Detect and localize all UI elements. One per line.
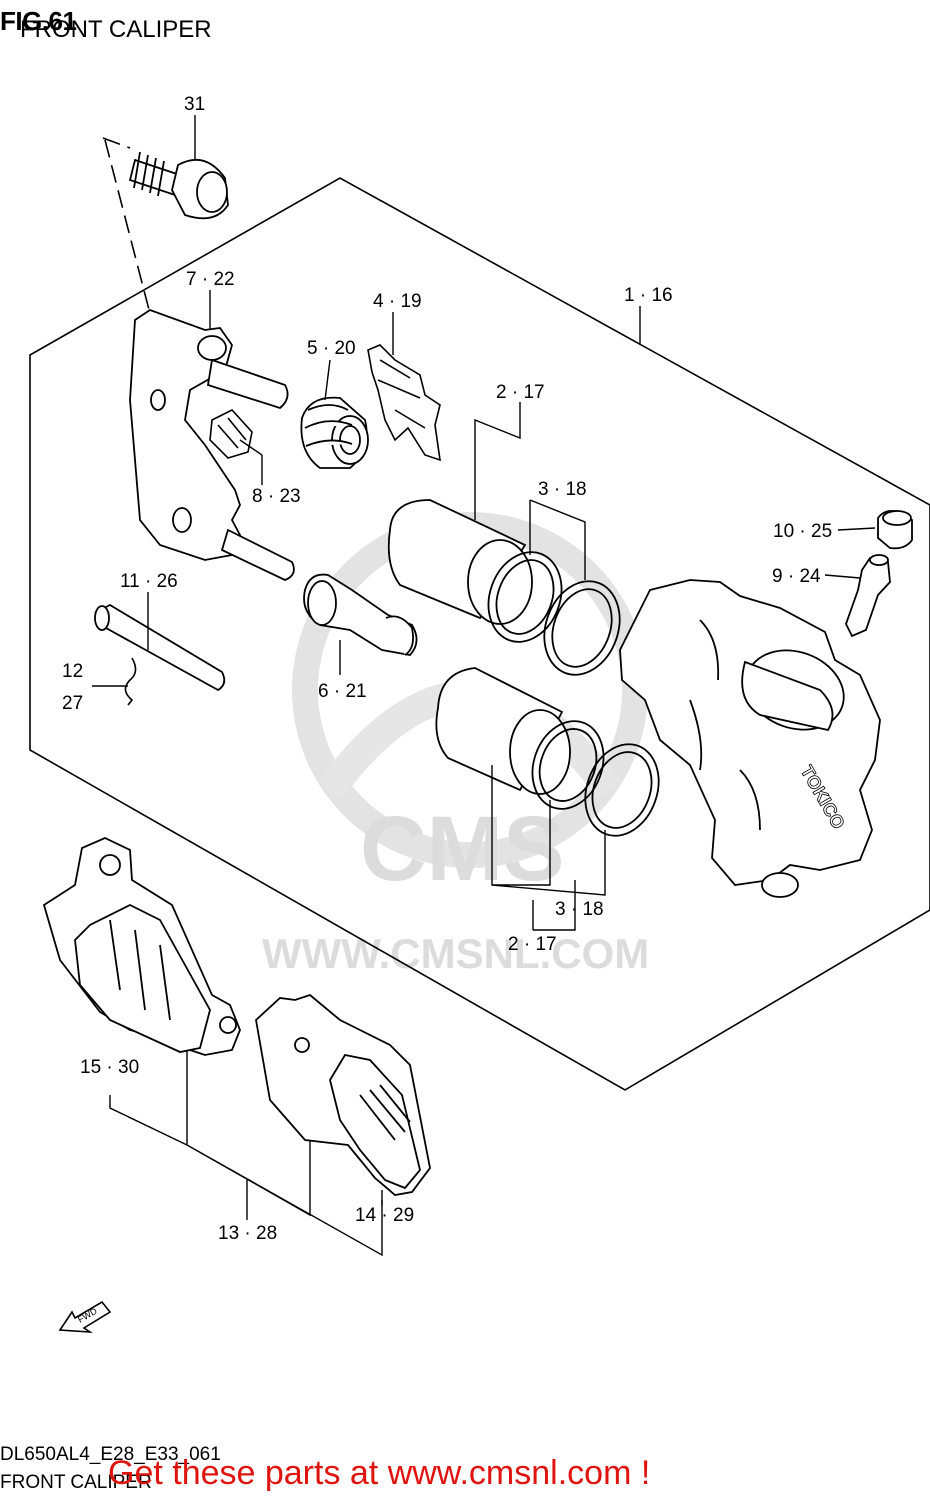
callout-4-19: 4 · 19 (373, 291, 422, 312)
bracket (129, 308, 295, 581)
callout-12: 12 (62, 661, 83, 682)
callout-13-28: 13 · 28 (218, 1223, 277, 1244)
bolt-guide-dash (102, 137, 176, 411)
watermark-url: WWW.CMSNL.COM (262, 930, 649, 977)
bleeder-cap (877, 509, 913, 550)
assembly-boundary (29, 177, 930, 1091)
brake-pad-left (42, 837, 241, 1056)
callout-14-29: 14 · 29 (355, 1205, 414, 1226)
callout-3-18-top: 3 · 18 (538, 479, 587, 500)
callout-3-18-bot: 3 · 18 (555, 899, 604, 920)
leader-lines (92, 115, 876, 1257)
brake-pad-right (255, 993, 431, 1196)
caliper-body: TOKICO (619, 579, 881, 898)
callout-11-26: 11 · 26 (120, 571, 178, 592)
clip-8-23 (209, 409, 253, 459)
boot-5-20 (300, 396, 369, 469)
pin-6-21 (303, 573, 418, 656)
callout-labels: 31 7 · 22 4 · 19 1 · 16 5 · 20 2 · 17 3 … (62, 94, 832, 1244)
callout-6-21: 6 · 21 (318, 681, 367, 702)
cta-link[interactable]: Get these parts at www.cmsnl.com ! (108, 1454, 651, 1492)
callout-1-16: 1 · 16 (624, 285, 673, 306)
pad-spring-4-19 (367, 344, 441, 462)
slide-pin-11-26 (94, 603, 226, 692)
watermark-brand: CMS (360, 798, 564, 900)
bolt-31 (128, 151, 229, 220)
callout-9-24: 9 · 24 (772, 566, 821, 587)
callout-5-20: 5 · 20 (307, 338, 356, 359)
clip-12-27 (124, 657, 137, 706)
footer-subtitle: FRONT CALIPER (0, 1472, 152, 1493)
seal-rings (487, 551, 660, 837)
callout-2-17-top: 2 · 17 (496, 382, 545, 403)
callout-7-22: 7 · 22 (186, 269, 235, 290)
figure-subtitle: FRONT CALIPER (20, 16, 212, 43)
callout-2-17-bot: 2 · 17 (508, 934, 557, 955)
callout-15-30: 15 · 30 (80, 1057, 139, 1078)
diagram-code: DL650AL4_E28_E33_061 (0, 1444, 221, 1465)
callout-27: 27 (62, 693, 83, 714)
piston-lower (435, 667, 571, 795)
callout-8-23: 8 · 23 (252, 486, 301, 507)
callout-31: 31 (184, 94, 205, 115)
figure-title: FIG.61 (0, 6, 77, 36)
fwd-arrow-icon: FWD (58, 1300, 112, 1333)
bleeder-screw (845, 554, 891, 638)
callout-10-25: 10 · 25 (773, 521, 832, 542)
